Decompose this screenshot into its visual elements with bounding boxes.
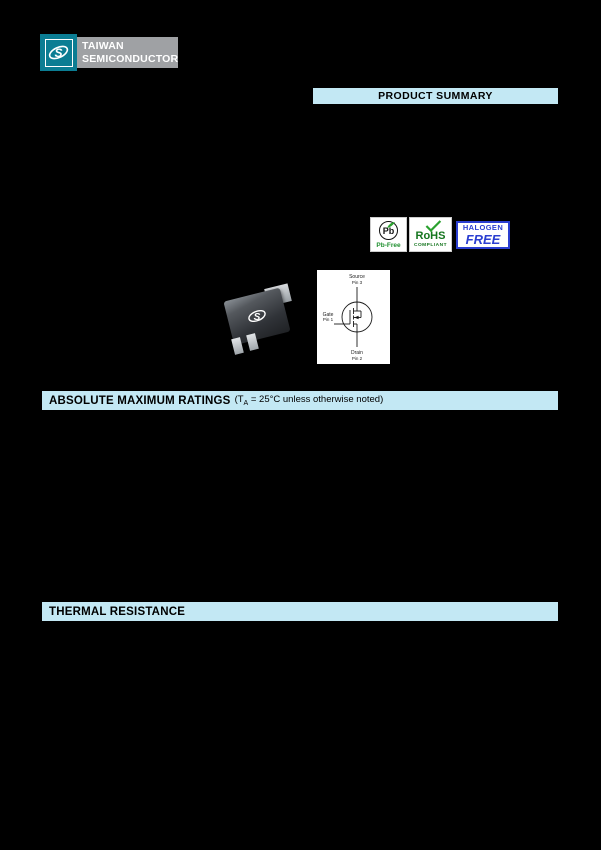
pb-free-label: Pb-Free — [376, 242, 401, 249]
company-name: TAIWAN SEMICONDUCTOR — [77, 37, 179, 68]
halogen-free-line2: FREE — [465, 231, 501, 247]
mosfet-body-arrow — [354, 315, 359, 320]
rohs-subtitle: COMPLIANT — [413, 243, 447, 248]
gate-pin-label: Pin 1 — [323, 317, 334, 322]
halogen-free-badge: HALOGEN FREE — [456, 221, 510, 249]
svg-text:S: S — [254, 312, 261, 323]
halogen-free-line1: HALOGEN — [462, 223, 504, 233]
abs-max-note: (TA = 25°C unless otherwise noted) — [235, 394, 384, 407]
drain-pin-label: Pin 2 — [352, 356, 363, 361]
mosfet-symbol-lines — [334, 287, 373, 347]
company-name-line2: SEMICONDUCTOR — [82, 52, 179, 65]
abs-max-note-sub: A — [243, 399, 249, 407]
rohs-badge: RoHS COMPLIANT — [409, 217, 452, 252]
gate-label: Gate — [323, 312, 334, 318]
svg-text:S: S — [54, 46, 62, 60]
abs-max-note-pre: (T — [234, 394, 244, 406]
thermal-resistance-title: THERMAL RESISTANCE — [49, 605, 186, 618]
source-pin-label: Pin 3 — [352, 280, 363, 285]
abs-max-note-post: = 25°C unless otherwise noted) — [248, 394, 384, 406]
leaf-icon — [387, 222, 395, 228]
product-summary-title: PRODUCT SUMMARY — [378, 90, 493, 102]
mosfet-symbol: Source Pin 3 Gate Pin 1 Drain Pin 2 — [323, 274, 373, 361]
company-name-line1: TAIWAN — [82, 39, 124, 52]
mosfet-connection-diagram: Source Pin 3 Gate Pin 1 Drain Pin 2 — [317, 270, 390, 364]
product-summary-header: PRODUCT SUMMARY — [313, 88, 558, 104]
check-icon — [425, 220, 441, 232]
pb-symbol: Pb — [382, 225, 395, 236]
section-header-thermal-resistance: THERMAL RESISTANCE — [42, 602, 558, 621]
source-label: Source — [349, 274, 365, 280]
company-logo: S TAIWAN SEMICONDUCTOR — [40, 34, 179, 71]
ts-emblem-icon: S — [48, 45, 69, 60]
package-photo: S — [216, 281, 300, 359]
pb-free-circle-icon: Pb — [379, 221, 398, 240]
abs-max-title: ABSOLUTE MAXIMUM RATINGS — [49, 394, 231, 407]
package-logo-mark-icon: S — [246, 305, 268, 327]
section-header-absolute-maximum-ratings: ABSOLUTE MAXIMUM RATINGS (TA = 25°C unle… — [42, 391, 558, 410]
logo-mark-icon: S — [40, 34, 77, 71]
logo-mark-frame: S — [44, 38, 73, 67]
drain-label: Drain — [351, 350, 363, 356]
rohs-title: RoHS — [415, 229, 446, 242]
pb-free-badge: Pb Pb-Free — [370, 217, 407, 252]
